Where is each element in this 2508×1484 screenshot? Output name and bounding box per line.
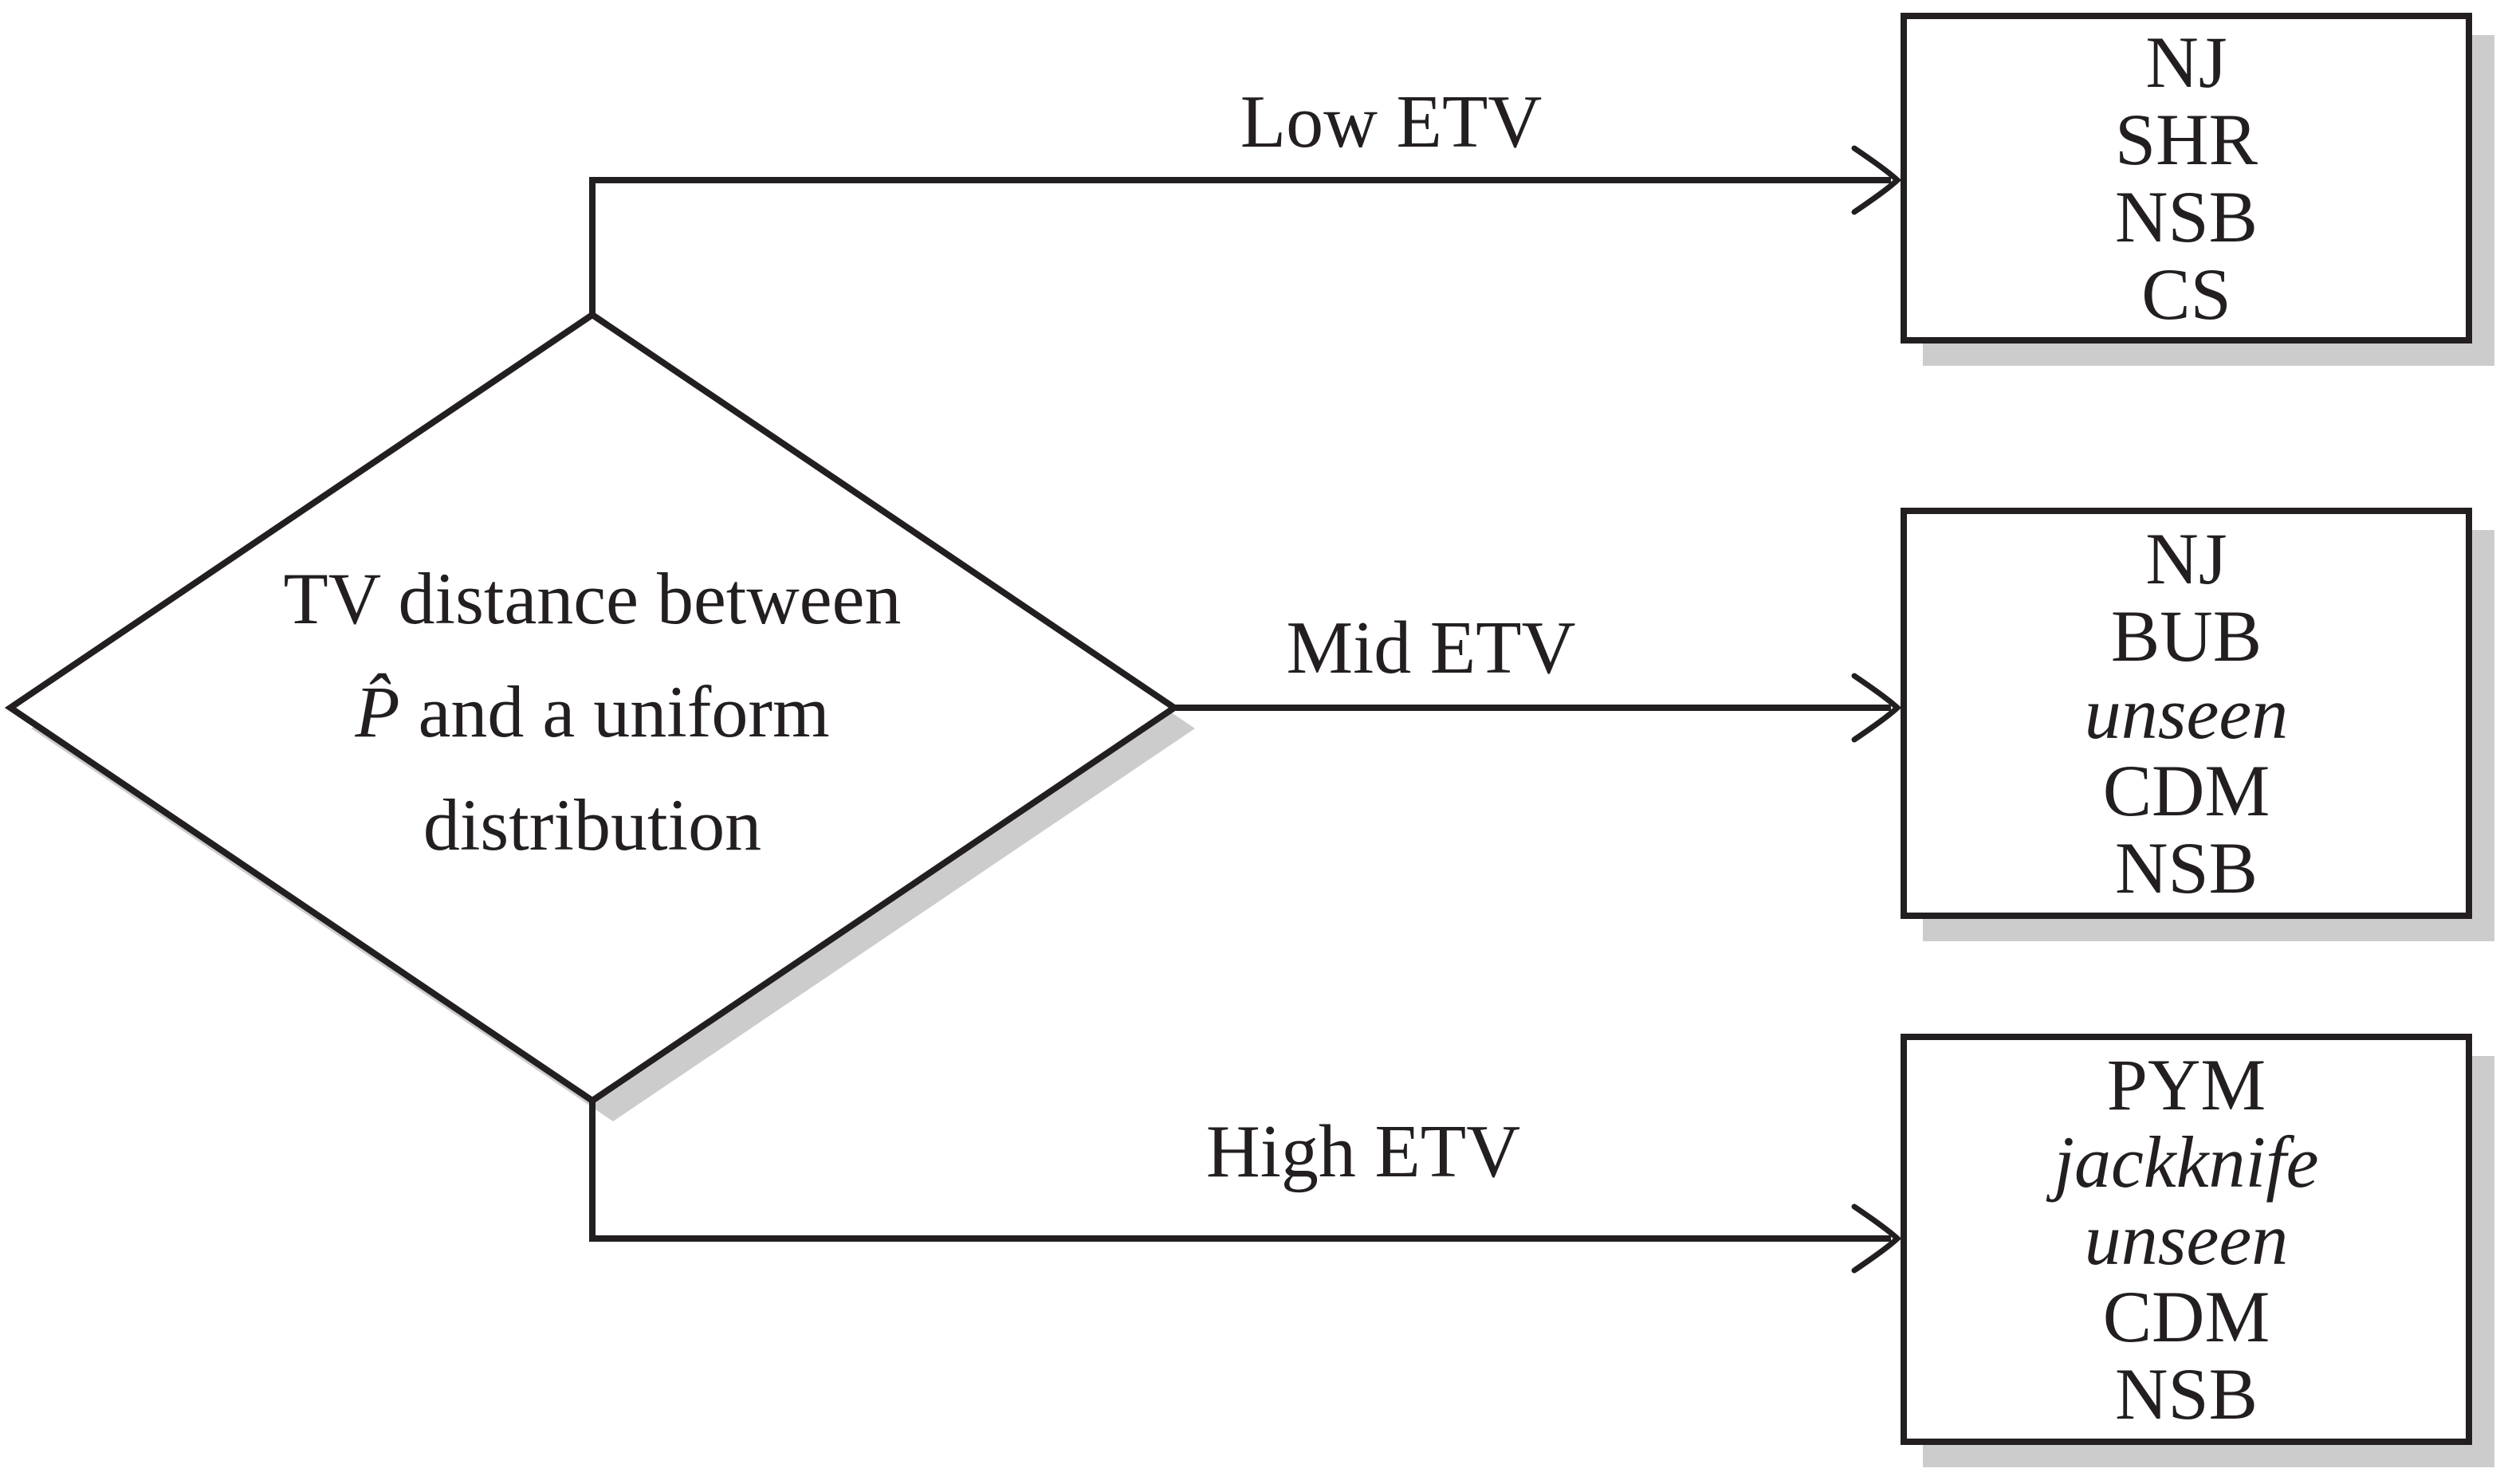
estimator-item: NJ <box>2145 21 2227 103</box>
low-etv-arrowhead-icon <box>1851 145 1902 215</box>
decision-line-3: distribution <box>423 784 762 866</box>
edge-label-mid-etv: Mid ETV <box>1286 607 1576 689</box>
result-box-low-etv: NJ SHR NSB CS <box>1901 13 2472 344</box>
estimator-item: jackknife <box>2054 1121 2319 1203</box>
decision-line-2-rest: and a uniform <box>399 671 830 752</box>
estimator-item: NJ <box>2145 517 2227 599</box>
result-box-mid-etv: NJ BUB unseen CDM NSB <box>1901 508 2472 919</box>
estimator-item: NSB <box>2115 175 2258 257</box>
edge-label-high-etv: High ETV <box>1205 1110 1521 1193</box>
estimator-item: CS <box>2141 253 2231 335</box>
estimator-item: NSB <box>2115 1352 2258 1435</box>
estimator-item: unseen <box>2084 672 2289 754</box>
high-etv-arrowhead-icon <box>1851 1203 1902 1274</box>
estimator-item: NSB <box>2115 826 2258 909</box>
decision-line-2: P̂ and a uniform <box>284 655 902 768</box>
decision-node-text: TV distance between P̂ and a uniform dis… <box>284 542 902 881</box>
estimator-item: CDM <box>2102 749 2270 831</box>
edge-label-low-etv: Low ETV <box>1240 80 1543 163</box>
low-etv-connector <box>589 177 1891 315</box>
p-hat-symbol: P̂ <box>355 671 400 752</box>
mid-etv-arrowhead-icon <box>1851 673 1902 743</box>
decision-line-1: TV distance between <box>283 558 902 639</box>
estimator-item: PYM <box>2106 1043 2266 1125</box>
estimator-item: BUB <box>2110 595 2262 677</box>
estimator-item: SHR <box>2115 98 2258 180</box>
estimator-item: CDM <box>2102 1275 2270 1357</box>
result-box-high-etv: PYM jackknife unseen CDM NSB <box>1901 1034 2472 1445</box>
estimator-item: unseen <box>2084 1198 2289 1280</box>
high-etv-connector <box>589 1101 1891 1242</box>
